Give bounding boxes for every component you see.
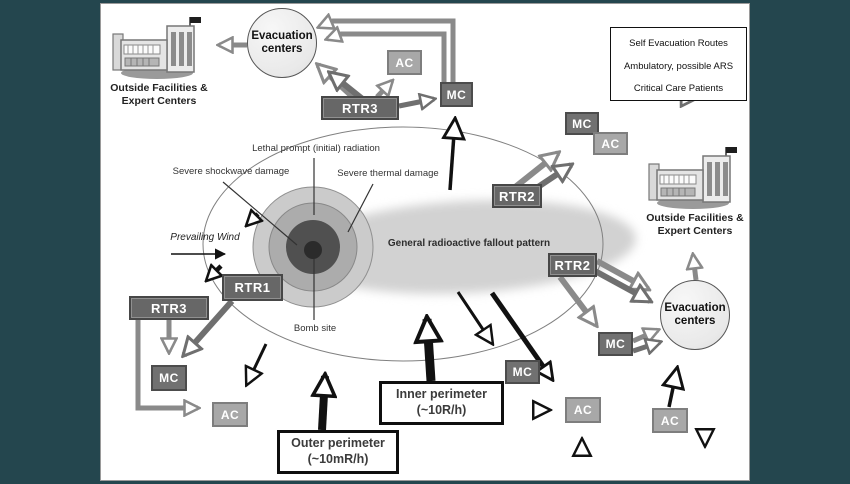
arrow-to-acBr-thick <box>489 291 552 379</box>
outer-perimeter-value: (~10mR/h) <box>307 452 369 466</box>
legend-item-critical-care: Critical Care Patients <box>633 83 724 94</box>
route-rtr2R-to-mcR <box>557 275 596 325</box>
wind-arrow-left <box>207 266 221 280</box>
route-rtr2Top-to-mcRt <box>512 153 558 191</box>
legend-item-ambulatory: Ambulatory, possible ARS <box>623 61 734 72</box>
rtr2-node-right: RTR2 <box>548 253 597 277</box>
arrow-to-acL <box>247 343 268 384</box>
shockwave-damage-label: Severe shockwave damage <box>172 166 290 177</box>
diagram-canvas <box>112 4 738 482</box>
route-mcR-to-circleR-b <box>632 342 660 351</box>
wind-arrow-top <box>247 214 258 225</box>
diagram-panel: Outside Facilities & Expert Centers Evac… <box>100 3 750 481</box>
bomb-site-label: Bomb site <box>293 323 337 334</box>
outer-perimeter-title: Outer perimeter <box>291 436 385 451</box>
mc-node-bottom: MC <box>505 360 540 384</box>
ac-node-left: AC <box>212 402 248 427</box>
route-mcTop-to-circleL-outer <box>319 21 456 83</box>
ac-node-right-top: AC <box>593 132 628 155</box>
outside-facilities-icon-right <box>648 146 738 210</box>
route-rtr3Top-to-acTop <box>377 81 392 99</box>
mc-node-left: MC <box>151 365 187 391</box>
ac-node-right: AC <box>652 408 688 433</box>
evacuation-centers-right: Evacuation centers <box>660 280 730 350</box>
thermal-damage-label: Severe thermal damage <box>337 168 439 179</box>
route-circleR-to-facilitiesR <box>693 255 696 281</box>
mc-node-right: MC <box>598 332 633 356</box>
rtr1-node: RTR1 <box>222 274 283 301</box>
outside-facilities-label-right: Outside Facilities & Expert Centers <box>646 212 744 237</box>
arrow-acR-to-circleR <box>669 369 677 408</box>
ac-node-top: AC <box>387 50 422 75</box>
fallout-pattern-label: General radioactive fallout pattern <box>387 238 551 249</box>
route-mcTop-to-circleL-inner <box>327 34 447 83</box>
outside-facilities-label-left: Outside Facilities & Expert Centers <box>110 82 208 107</box>
arrow-to-mcTop <box>450 120 455 191</box>
inner-perimeter-value: (~10R/h) <box>416 403 467 417</box>
route-rtr3L-to-acL <box>135 320 198 408</box>
inner-perimeter-box: Inner perimeter (~10R/h) <box>379 381 504 425</box>
outer-perimeter-arrow <box>322 376 325 431</box>
outside-facilities-icon-left <box>112 16 202 80</box>
legend-item-self-evacuation: Self Evacuation Routes <box>629 38 728 49</box>
arrow-to-mcBr <box>456 291 492 343</box>
prevailing-wind-label: Prevailing Wind <box>170 232 240 243</box>
rtr3-node-left: RTR3 <box>129 296 209 320</box>
outer-fallout-ellipse <box>202 126 604 362</box>
outer-perimeter-box: Outer perimeter (~10mR/h) <box>277 430 399 474</box>
legend-box: Self Evacuation Routes Ambulatory, possi… <box>610 27 747 101</box>
rtr3-node-top: RTR3 <box>321 96 399 120</box>
self-evacuation-arrows <box>171 120 705 453</box>
inner-perimeter-title: Inner perimeter <box>395 387 487 402</box>
route-rtr3Top-to-mcTop <box>398 99 434 106</box>
bomb-site-dot <box>304 241 322 259</box>
lethal-radiation-label: Lethal prompt (initial) radiation <box>252 143 380 154</box>
rtr2-node-top: RTR2 <box>492 184 542 208</box>
inner-perimeter-arrow <box>427 319 431 382</box>
mc-node-top: MC <box>440 82 473 107</box>
ac-node-bottom: AC <box>565 397 601 423</box>
route-rtr1-to-mcL <box>184 299 235 355</box>
route-mcR-to-circleR-a <box>631 330 658 341</box>
route-rtr2R-to-circleR-b <box>593 268 650 304</box>
mc-node-right-top: MC <box>565 112 599 135</box>
evacuation-centers-left: Evacuation centers <box>247 8 317 78</box>
